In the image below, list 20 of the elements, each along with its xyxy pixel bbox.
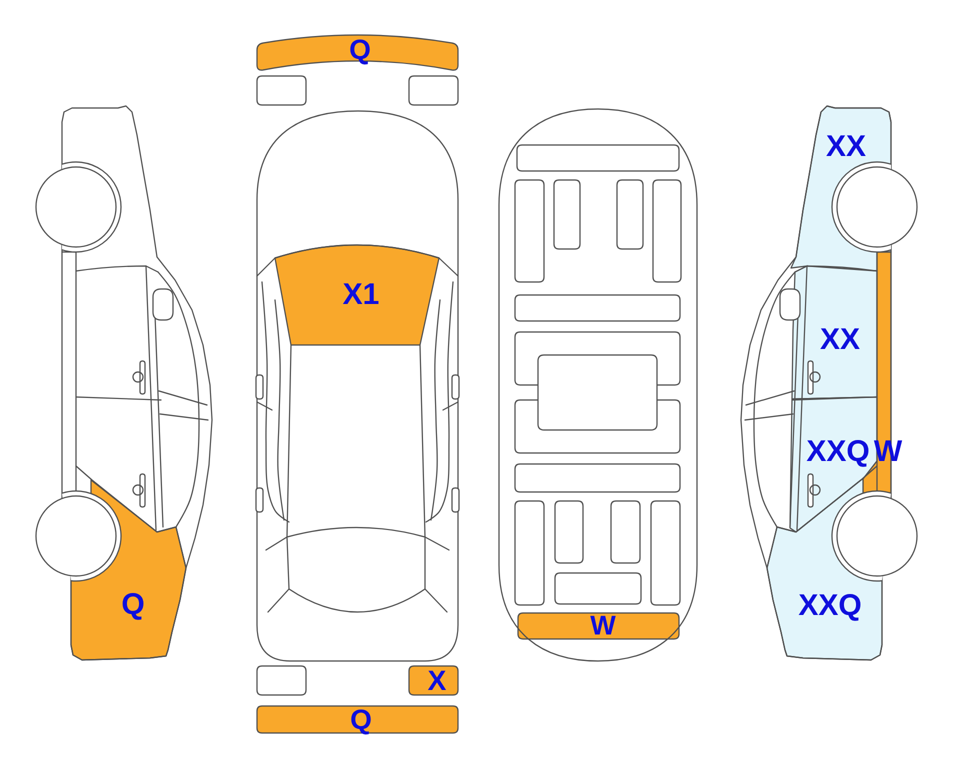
- front-door-panel: [791, 265, 878, 400]
- panel-code: XXQ: [806, 437, 870, 467]
- rear-bumper: [256, 705, 459, 734]
- taillight: [256, 665, 307, 696]
- panel-code: Q: [121, 590, 145, 620]
- panel-code: W: [590, 612, 616, 640]
- taillight: [408, 665, 459, 696]
- panel-code: W: [874, 437, 902, 467]
- panel-code: Q: [350, 706, 372, 734]
- panel-code: XX: [820, 325, 860, 355]
- front-bumper: [256, 34, 459, 72]
- headlight: [408, 75, 459, 106]
- windshield: [274, 244, 440, 346]
- panel-code: XXQ: [798, 591, 862, 621]
- underbody-panel: [517, 612, 680, 640]
- headlight: [256, 75, 307, 106]
- panel-code: Q: [349, 36, 371, 64]
- panel-code: XX: [826, 132, 866, 162]
- panel-code: X: [428, 667, 446, 695]
- panel-code: X1: [342, 280, 380, 310]
